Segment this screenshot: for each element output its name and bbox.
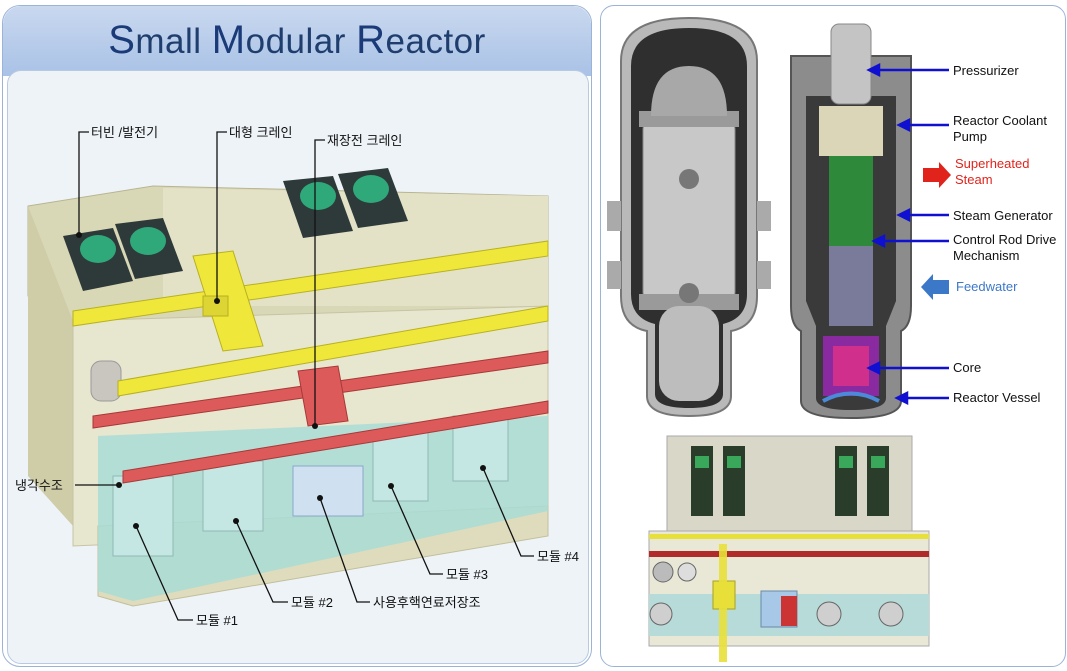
label-reactor-vessel: Reactor Vessel [953,390,1041,405]
building-back-wall [163,188,548,306]
label-module-2: 모듈 #2 [291,595,333,610]
label-module-3: 모듈 #3 [446,567,488,582]
building-left-wall [28,206,73,526]
leader-lines [75,131,534,621]
superheated-steam-arrow [923,162,951,188]
label-steam-line1: Superheated [955,156,1029,171]
label-steam-line2: Steam [955,172,993,187]
label-refuel-crane: 재장전 크레인 [327,133,402,148]
reactor-module-illustration: Pressurizer Reactor Coolant Pump Superhe… [607,16,1056,662]
label-module-4: 모듈 #4 [537,549,579,564]
diagram-title: Small Modular Reactor [108,18,486,62]
turbine-generators [63,168,408,291]
label-rcp-line1: Reactor Coolant [953,113,1047,128]
label-pressurizer: Pressurizer [953,63,1019,78]
label-module-1: 모듈 #1 [196,613,238,628]
cutaway-vessel [790,23,912,420]
label-steam-generator: Steam Generator [953,208,1053,223]
label-feedwater: Feedwater [956,279,1018,294]
title-band: Small Modular Reactor [3,6,591,76]
plant-illustration: 터빈 /발전기 대형 크레인 재장전 크레인 냉각수조 모듈 #1 모듈 #2 … [15,125,579,628]
spent-fuel-rack [292,465,364,517]
label-arrows [866,62,949,406]
refuel-crane [92,350,549,484]
label-cooling-pool: 냉각수조 [15,478,63,493]
label-spent-fuel-pool: 사용후핵연료저장조 [373,595,481,610]
label-crdm-line1: Control Rod Drive [953,232,1056,247]
module-bay-1 [112,475,174,557]
right-panel: Pressurizer Reactor Coolant Pump Superhe… [600,5,1066,667]
feedwater-arrow [921,274,949,300]
label-rcp-line2: Pump [953,129,987,144]
module-bay-2 [202,460,264,532]
module-bay-3 [372,430,429,502]
storage-tank [90,360,122,402]
left-panel: Small Modular Reactor [2,5,592,667]
label-crdm-line2: Mechanism [953,248,1019,263]
label-large-crane: 대형 크레인 [229,125,292,140]
label-turbine-generator: 터빈 /발전기 [91,125,158,140]
containment-vessel [607,16,771,418]
label-core: Core [953,360,981,375]
large-crane [72,240,549,397]
leader-dots [76,232,486,529]
plant-section-view [648,435,930,662]
